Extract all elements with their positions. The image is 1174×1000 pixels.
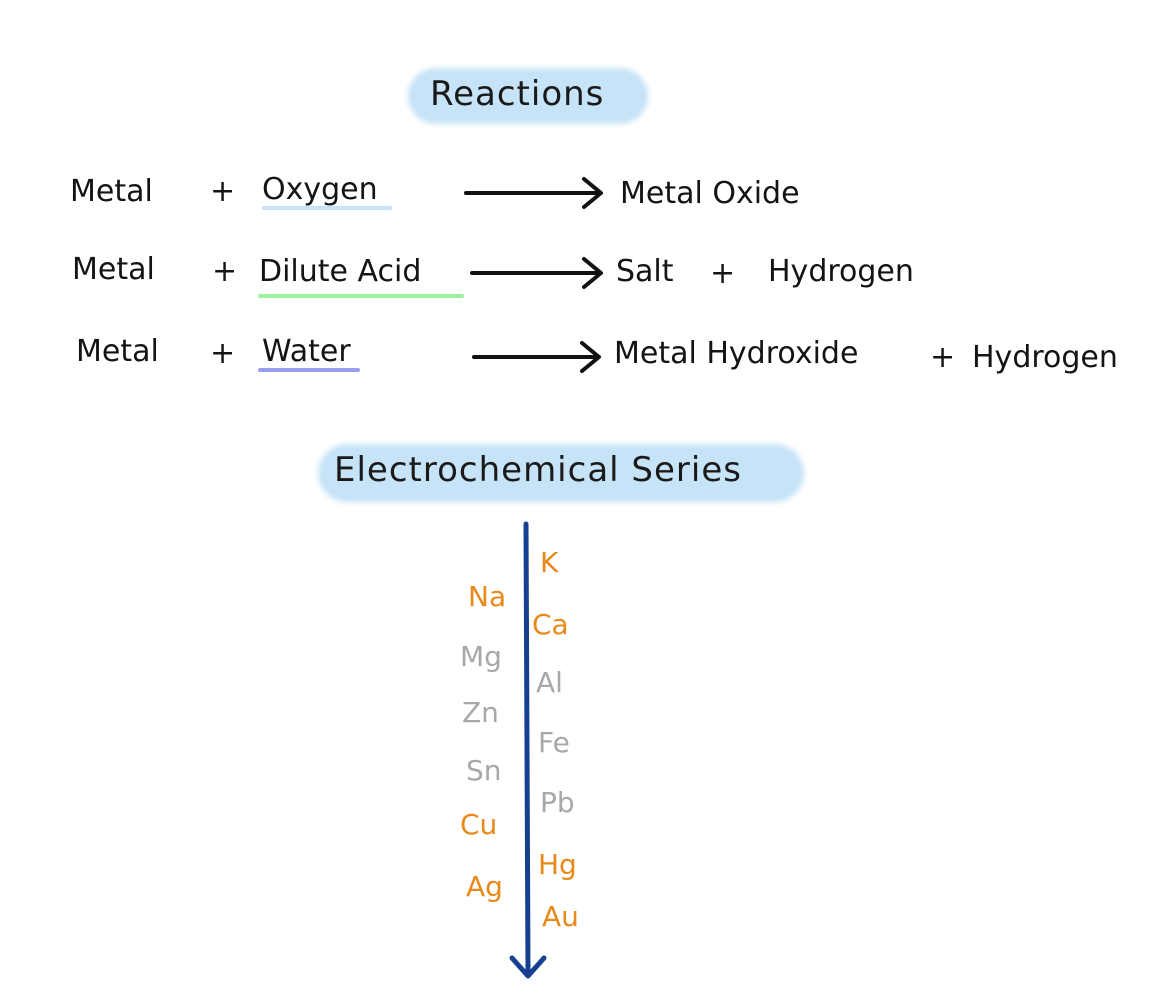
element-na: Na xyxy=(468,580,507,613)
reaction-1-arrow xyxy=(464,177,603,209)
reaction-3-arrow xyxy=(472,341,601,373)
series-heading-highlight xyxy=(322,448,800,498)
reactions-heading: Reactions xyxy=(430,74,605,114)
series-heading: Electrochemical Series xyxy=(334,450,742,490)
reaction-2-reactant-1: Metal xyxy=(72,252,155,287)
reaction-2-product-2: Hydrogen xyxy=(768,254,914,289)
element-au: Au xyxy=(542,900,579,933)
reaction-2-reactant-2-underline xyxy=(258,294,464,298)
reaction-1-reactant-1: Metal xyxy=(70,174,153,209)
element-fe: Fe xyxy=(538,726,570,759)
reaction-1-product-1: Metal Oxide xyxy=(620,176,800,211)
reaction-3-reactant-2: Water xyxy=(262,334,351,369)
element-ca: Ca xyxy=(532,608,569,641)
reaction-2-plus-2: + xyxy=(710,256,736,291)
reaction-3-product-2: Hydrogen xyxy=(972,340,1118,375)
element-mg: Mg xyxy=(460,640,502,673)
reactions-heading-highlight xyxy=(412,72,644,120)
reaction-2-arrow xyxy=(470,257,603,289)
reaction-3-reactant-2-underline xyxy=(258,368,360,372)
reaction-1-plus: + xyxy=(210,174,236,209)
reaction-2-plus: + xyxy=(212,254,238,289)
element-sn: Sn xyxy=(466,754,502,787)
element-pb: Pb xyxy=(540,786,575,819)
series-arrow xyxy=(509,521,547,979)
element-hg: Hg xyxy=(538,848,577,881)
reaction-3-plus: + xyxy=(210,336,236,371)
reaction-3-product-1: Metal Hydroxide xyxy=(614,336,859,371)
element-ag: Ag xyxy=(466,870,503,903)
element-cu: Cu xyxy=(460,808,498,841)
reaction-1-reactant-2-underline xyxy=(262,206,392,210)
element-k: K xyxy=(540,546,559,579)
reaction-3-plus-2: + xyxy=(930,340,956,375)
element-zn: Zn xyxy=(462,696,499,729)
element-al: Al xyxy=(536,666,563,699)
reaction-3-reactant-1: Metal xyxy=(76,334,159,369)
reaction-2-reactant-2: Dilute Acid xyxy=(259,254,422,289)
reaction-1-reactant-2: Oxygen xyxy=(262,172,378,207)
reaction-2-product-1: Salt xyxy=(616,254,674,289)
